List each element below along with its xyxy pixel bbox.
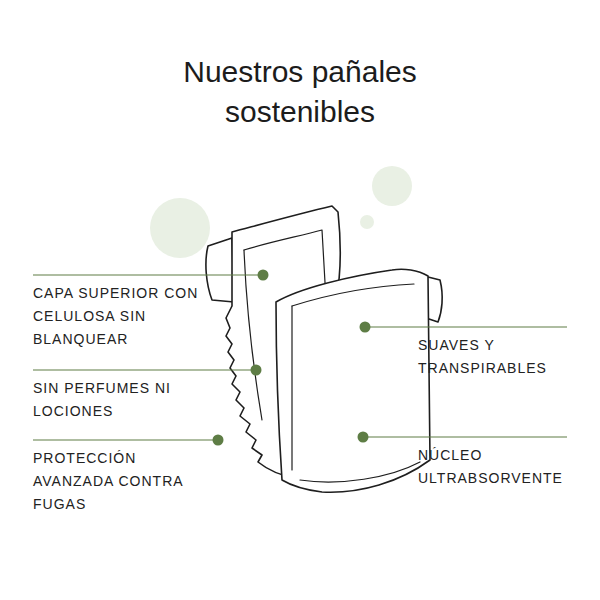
callout-label: SUAVES Y TRANSPIRABLES [418, 334, 568, 380]
callout-label: SIN PERFUMES NI LOCIONES [33, 377, 173, 423]
callout-label: CAPA SUPERIOR CON CELULOSA SIN BLANQUEAR [33, 282, 221, 351]
callout-label: PROTECCIÓN AVANZADA CONTRA FUGAS [33, 447, 203, 516]
leader-lines [33, 275, 567, 440]
callout-label: NÚCLEO ULTRABSORVENTE [418, 444, 578, 490]
diagram-title: Nuestros pañales sostenibles [150, 52, 450, 132]
callout-dots [213, 270, 371, 446]
diaper-outlines [206, 206, 442, 492]
